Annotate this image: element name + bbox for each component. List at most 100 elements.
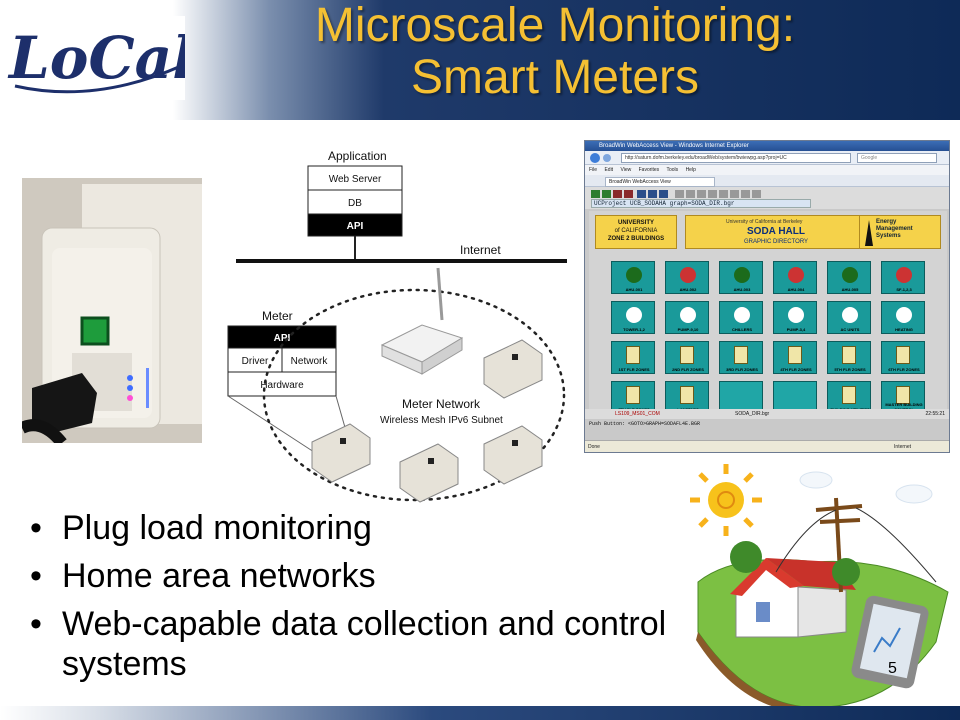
equipment-tile[interactable]: 1ST FLR ZONES — [611, 341, 655, 374]
uc-zone-badge: UNIVERSITY of CALIFORNIA ZONE 2 BUILDING… — [595, 215, 677, 249]
webaccess-path: UCProject UCB_SODAHA graph=SODA_DIR.bgr — [591, 199, 811, 208]
menu-file[interactable]: File — [589, 167, 598, 173]
equipment-tile[interactable]: 3RD FLR ZONES — [719, 341, 763, 374]
sun-icon — [690, 464, 762, 536]
fan-icon — [842, 307, 858, 323]
equipment-tile-label: AHU-004 — [787, 287, 805, 292]
equipment-tile[interactable]: AHU-001 — [611, 261, 655, 294]
url-field[interactable]: http://saturn.dofm.berkeley.edu/broadWeb… — [621, 153, 851, 163]
meter-network-label: Meter Network — [402, 397, 481, 411]
meter-device-1 — [483, 339, 543, 399]
equipment-tile-label: AHU-002 — [679, 287, 697, 292]
equipment-tile[interactable]: 4TH FLR ZONES — [773, 341, 817, 374]
fan-icon — [680, 307, 696, 323]
equipment-tile[interactable]: AHU-005 — [827, 261, 871, 294]
fan-icon — [680, 267, 696, 283]
plug-meter-photo — [22, 178, 202, 443]
equipment-tile[interactable]: AHU-003 — [719, 261, 763, 294]
push-button-text: Push Button: <GOTO>GRAPH=SODAFL4E.BGR — [585, 419, 949, 429]
floor-zone-icon — [842, 346, 856, 364]
browser-address-bar: http://saturn.dofm.berkeley.edu/broadWeb… — [585, 151, 949, 165]
equipment-tile[interactable]: 6TH FLR ZONES — [881, 341, 925, 374]
title-line-2: Smart Meters — [410, 51, 700, 104]
equipment-tile[interactable]: TOWER-1,2 — [611, 301, 655, 334]
architecture-diagram: Application Web Server DB API Internet M… — [222, 140, 577, 510]
floor-zone-icon — [680, 346, 694, 364]
tablet-icon — [851, 595, 929, 689]
bullet-list: Plug load monitoring Home area networks … — [30, 508, 690, 684]
equipment-tile-label: PUMP-9,10 — [677, 327, 699, 332]
equipment-tile-label: TOWER-1,2 — [623, 327, 645, 332]
menu-tools[interactable]: Tools — [666, 167, 679, 173]
toolbar-icons — [591, 190, 761, 198]
menu-help[interactable]: Help — [685, 167, 696, 173]
soda-hall-banner: University of California at Berkeley SOD… — [685, 215, 865, 249]
webaccess-status-row: LS109_MS01_COM SODA_DIR.bgr 22:55:21 — [585, 409, 949, 419]
fan-icon — [626, 307, 642, 323]
equipment-tile[interactable]: AHU-002 — [665, 261, 709, 294]
equipment-tile[interactable]: AC UNITS — [827, 301, 871, 334]
network-label: Network — [291, 356, 329, 367]
browser-status-bar: Done Internet — [585, 440, 949, 452]
banner: UNIVERSITY of CALIFORNIA ZONE 2 BUILDING… — [595, 215, 941, 251]
smart-home-clipart — [686, 462, 956, 712]
fan-icon — [788, 267, 804, 283]
equipment-tile[interactable]: PUMP-9,10 — [665, 301, 709, 334]
equipment-tile-label: 1ST FLR ZONES — [618, 367, 650, 372]
driver-label: Driver — [242, 356, 269, 367]
equipment-tile-label: AHU-001 — [625, 287, 643, 292]
equipment-tile[interactable]: SF-1,2,3 — [881, 261, 925, 294]
floor-zone-icon — [680, 386, 694, 404]
fan-icon — [842, 267, 858, 283]
equipment-tile-label: AHU-005 — [841, 287, 859, 292]
equipment-tile-label: CHILLERS — [732, 327, 752, 332]
equipment-tile-label: 3RD FLR ZONES — [726, 367, 758, 372]
equipment-tile-label: HEATING — [895, 327, 913, 332]
equipment-tile-label: SF-1,2,3 — [896, 287, 912, 292]
equipment-tile[interactable]: HEATING — [881, 301, 925, 334]
cloud-icon — [799, 471, 933, 504]
equipment-tile-label: 5TH FLR ZONES — [834, 367, 866, 372]
equipment-tile[interactable]: 5TH FLR ZONES — [827, 341, 871, 374]
fan-icon — [734, 307, 750, 323]
floor-zone-icon — [734, 346, 748, 364]
browser-tab[interactable]: BroadWin WebAccess View — [605, 177, 715, 187]
menu-favorites[interactable]: Favorites — [638, 167, 660, 173]
tower-icon — [865, 220, 873, 246]
menu-edit[interactable]: Edit — [604, 167, 614, 173]
equipment-tile-label: PUMP-3,4 — [786, 327, 806, 332]
gateway-device — [380, 267, 464, 375]
application-label: Application — [328, 149, 387, 163]
fan-icon — [788, 307, 804, 323]
equipment-tile-label: AC UNITS — [840, 327, 860, 332]
logo-text: LoCal — [7, 24, 185, 92]
equipment-tile[interactable]: CHILLERS — [719, 301, 763, 334]
web-server-label: Web Server — [329, 174, 382, 185]
equipment-tile-label: 4TH FLR ZONES — [780, 367, 812, 372]
fan-icon — [626, 267, 642, 283]
footer-bar — [0, 706, 960, 720]
internet-label: Internet — [460, 243, 501, 257]
hardware-label: Hardware — [260, 380, 304, 391]
bullet-item: Home area networks — [30, 556, 690, 596]
meter-label: Meter — [262, 309, 293, 323]
browser-tab-bar: BroadWin WebAccess View — [585, 175, 949, 187]
floor-zone-icon — [896, 346, 910, 364]
search-field[interactable]: Google — [857, 153, 937, 163]
mesh-label: Wireless Mesh IPv6 Subnet — [380, 415, 503, 426]
meter-device-4 — [483, 425, 543, 485]
title-line-1: Microscale Monitoring: — [314, 0, 796, 52]
meter-device-2 — [311, 423, 371, 483]
floor-zone-icon — [896, 386, 910, 404]
menu-view[interactable]: View — [620, 167, 632, 173]
equipment-tile[interactable]: AHU-004 — [773, 261, 817, 294]
equipment-tile[interactable]: 2ND FLR ZONES — [665, 341, 709, 374]
equipment-tile[interactable]: PUMP-3,4 — [773, 301, 817, 334]
floor-zone-icon — [842, 386, 856, 404]
bullet-item: Web-capable data collection and control … — [30, 604, 670, 684]
fan-icon — [734, 267, 750, 283]
floor-zone-icon — [788, 346, 802, 364]
slide-header: LoCal Microscale Monitoring: Smart Meter… — [0, 0, 960, 120]
local-logo: LoCal — [5, 16, 194, 100]
